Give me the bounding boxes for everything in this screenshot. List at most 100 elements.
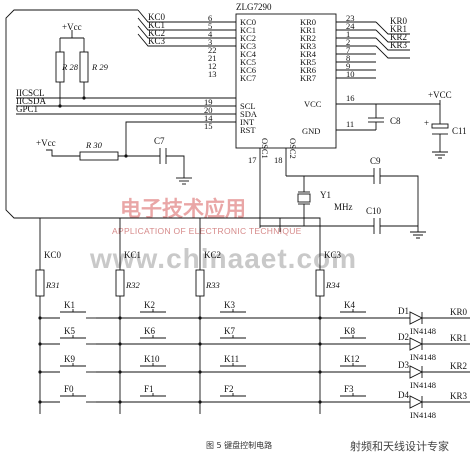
- chip-pin-kr7: KR7: [300, 73, 316, 83]
- chip-pin-kc0: KC0: [240, 17, 256, 27]
- c7-label: C7: [154, 136, 165, 146]
- zlg7290-chip: ZLG7290 KC06KC15KC24KC33KC422KC521KC612K…: [204, 2, 376, 228]
- chip-pin-number: 3: [208, 37, 212, 47]
- resistor-r34: R34: [325, 280, 340, 290]
- diode-part-number: IN4148: [410, 410, 436, 420]
- svg-text:KC2: KC2: [148, 28, 165, 38]
- crystal-oscillator: C9 Y1 MHz C10: [260, 156, 426, 239]
- bus-left-labels: KC0 KC1 KC2 KC3: [148, 12, 166, 46]
- vcc-label: +Vcc: [62, 22, 82, 32]
- diode-row-kr0: KR0: [450, 307, 468, 317]
- chip-pin-number: 9: [346, 61, 350, 71]
- chip-pin-kr2: KR2: [300, 33, 316, 43]
- c10-label: C10: [366, 206, 382, 216]
- chip-pin-kr5: KR5: [300, 57, 316, 67]
- svg-text:OSC2: OSC2: [288, 138, 298, 159]
- r29-label: R 29: [91, 62, 109, 72]
- diode-row-kr1: KR1: [450, 333, 467, 343]
- chip-pin-rst: RST: [240, 125, 256, 135]
- chip-pin-kc3: KC3: [240, 41, 256, 51]
- key-f1: F1: [144, 384, 154, 394]
- column-label-kc3: KC3: [324, 250, 342, 260]
- svg-text:VCC: VCC: [304, 99, 322, 109]
- iic-signal-lines: IICSCL IICSDA GPC1: [16, 88, 236, 115]
- key-f2: F2: [224, 384, 234, 394]
- key-k5: K5: [64, 326, 75, 336]
- column-label-kc2: KC2: [204, 250, 221, 260]
- svg-text:GND: GND: [302, 126, 320, 136]
- svg-text:KR3: KR3: [390, 40, 408, 50]
- watermark: 电子技术应用 APPLICATION OF ELECTRONIC TECHNIQ…: [89, 197, 356, 274]
- diode-row-kr2: KR2: [450, 361, 467, 371]
- key-k11: K11: [224, 354, 239, 364]
- key-k3: K3: [224, 300, 235, 310]
- reset-network: +Vcc R 30 C7: [36, 121, 236, 185]
- chip-pin-kr4: KR4: [300, 49, 317, 59]
- signal-iicscl: IICSCL: [16, 88, 45, 98]
- chip-pin-number: 10: [346, 69, 355, 79]
- chip-pin-kr3: KR3: [300, 41, 316, 51]
- resistor-r32: R32: [125, 280, 140, 290]
- key-k2: K2: [144, 300, 155, 310]
- column-label-kc0: KC0: [44, 250, 62, 260]
- chip-pin-scl: SCL: [240, 101, 256, 111]
- pullup-network: +Vcc R 28 R 29: [55, 22, 109, 108]
- diode-d4: D4: [398, 390, 409, 400]
- chip-name: ZLG7290: [236, 2, 272, 12]
- chip-pin-number: 12: [208, 61, 217, 71]
- chip-pin-number: 7: [346, 45, 350, 55]
- kr-bus: KR0 KR1 KR2 KR3: [375, 16, 410, 59]
- svg-text:11: 11: [346, 119, 354, 129]
- y1-label: Y1: [320, 190, 331, 200]
- chip-pin-number: 13: [208, 69, 217, 79]
- signal-iicsda: IICSDA: [16, 96, 47, 106]
- svg-text:+: +: [424, 118, 429, 128]
- svg-text:17: 17: [248, 155, 257, 165]
- diode-d1: D1: [398, 306, 409, 316]
- chip-pin-number: 21: [208, 53, 217, 63]
- kc-branch-lines: [137, 9, 236, 47]
- signal-gpc1: GPC1: [16, 104, 38, 114]
- resistor-r31: R31: [45, 280, 60, 290]
- chip-pin-int: INT: [240, 117, 255, 127]
- chip-pin-number: 20: [204, 105, 213, 115]
- chip-pin-number: 1: [346, 29, 350, 39]
- vcc-decoupling: C8 +VCC + C11: [368, 90, 467, 159]
- c8-label: C8: [390, 116, 401, 126]
- chip-pin-kr1: KR1: [300, 25, 316, 35]
- chip-pin-number: 22: [208, 45, 217, 55]
- key-f0: F0: [64, 384, 74, 394]
- c9-label: C9: [370, 156, 381, 166]
- chip-pin-number: 4: [208, 29, 213, 39]
- column-label-kc1: KC1: [124, 250, 141, 260]
- diode-part-number: IN4148: [410, 326, 436, 336]
- svg-text:KC0: KC0: [148, 12, 166, 22]
- chip-pin-kc2: KC2: [240, 33, 256, 43]
- svg-text:18: 18: [274, 155, 283, 165]
- chip-pin-number: 6: [208, 13, 212, 23]
- chip-pin-number: 23: [346, 13, 355, 23]
- key-k9: K9: [64, 354, 75, 364]
- key-k12: K12: [344, 354, 360, 364]
- key-k4: K4: [344, 300, 355, 310]
- svg-text:KC1: KC1: [148, 20, 165, 30]
- key-f3: F3: [344, 384, 354, 394]
- chip-pin-kc6: KC6: [240, 65, 256, 75]
- svg-text:KR2: KR2: [390, 32, 407, 42]
- key-k7: K7: [224, 326, 235, 336]
- r28-label: R 28: [61, 62, 79, 72]
- key-k10: K10: [144, 354, 160, 364]
- diode-d3: D3: [398, 360, 409, 370]
- corner-watermark-title: 射频和天线设计专家: [350, 439, 449, 453]
- chip-pin-kc1: KC1: [240, 25, 256, 35]
- figure-caption: 图 5 键盘控制电路: [206, 440, 272, 450]
- svg-text:+Vcc: +Vcc: [36, 138, 56, 148]
- svg-text:OSC1: OSC1: [260, 138, 270, 159]
- corner-watermark: 射频和天线设计专家: [344, 436, 468, 454]
- chip-pin-sda: SDA: [240, 109, 258, 119]
- chip-pin-number: 5: [208, 21, 212, 31]
